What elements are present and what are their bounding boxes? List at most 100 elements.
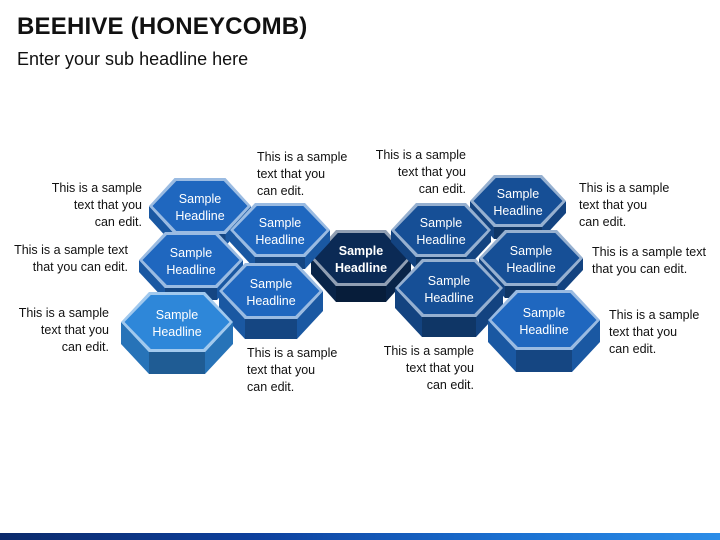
hexagon-label-line1: Sample [170,246,212,260]
note-line: This is a sample [375,148,466,162]
hexagon-label-line2: Headline [166,263,215,277]
hexagon-face [394,206,488,254]
note-line: can edit. [418,182,466,196]
hexagon-side-face [516,350,572,372]
hexagon-side-face [311,258,336,302]
hexagon-side-face [422,317,476,337]
hexagon-face [482,233,580,283]
note-line: This is a sample [18,306,109,320]
note-line: can edit. [579,215,627,229]
hexagon-side-face [488,320,516,372]
hexagon-side-face [219,291,245,339]
note-line: that you can edit. [592,262,688,276]
note-line: This is a sample [257,150,348,164]
note-line: text that you [73,198,142,212]
note-right-mid: This is a sample text that you can edit. [592,244,718,278]
note-left-bottom: This is a sample text that you can edit. [4,305,109,356]
hexagon-side-face [476,288,503,337]
hexagon-side-face [395,288,422,337]
hexagon-face [314,233,408,283]
note-line: can edit. [94,215,142,229]
note-line: text that you [405,361,474,375]
hexagon-label-line2: Headline [246,294,295,308]
hexagon-side-face [305,230,330,269]
page-subtitle: Enter your sub headline here [17,49,249,69]
note-line: text that you [397,165,466,179]
hexagon-label-line2: Headline [152,325,201,339]
note-bottom-left: This is a sample text that you can edit. [247,345,357,396]
hexagon-face [491,293,597,347]
hexagon-side-face [230,230,255,269]
hexagon-label-line1: Sample [428,274,470,288]
hexagon-side-face [121,322,149,374]
hexagon-side-face [245,319,297,339]
note-line: This is a sample [383,344,474,358]
hexagon-side-face [139,260,165,300]
footer-bar [0,533,720,540]
note-line: that you can edit. [32,260,128,274]
note-line: text that you [609,325,678,339]
hexagon-side-face [386,258,411,302]
hexagon-label-line2: Headline [519,323,568,337]
hexagon-side-face [205,322,233,374]
note-left-top: This is a sample text that you can edit. [10,180,142,231]
note-line: This is a sample [51,181,142,195]
hexagon-label-line1: Sample [523,306,565,320]
hexagon-face [152,181,248,231]
hexagon-label-line2: Headline [424,291,473,305]
hexagon-face [142,235,240,285]
hexagon-label-line1: Sample [156,308,198,322]
hexagon-side-face [297,291,323,339]
page-title: BEEHIVE (HONEYCOMB) [17,13,308,40]
note-right-bottom: This is a sample text that you can edit. [609,307,713,358]
hexagon-label-line2: Headline [335,261,387,275]
hexagon-side-face [336,286,386,302]
note-line: This is a sample [247,346,338,360]
hexagon-label-line2: Headline [416,233,465,247]
hexagon-face [222,266,320,316]
note-top-right: This is a sample text that you can edit. [362,147,466,198]
note-left-mid: This is a sample text that you can edit. [2,242,128,276]
hexagon-label-line1: Sample [179,192,221,206]
note-top-left: This is a sample text that you can edit. [257,149,367,200]
note-line: This is a sample text [592,245,706,259]
note-line: text that you [579,198,648,212]
hexagon-label-line1: Sample [250,277,292,291]
note-line: can edit. [426,378,474,392]
note-bottom-right: This is a sample text that you can edit. [368,343,474,394]
hexagon-label-line2: Headline [506,261,555,275]
note-line: This is a sample [609,308,700,322]
note-line: can edit. [247,380,295,394]
hexagon-face [233,206,327,254]
hexagon-face [473,178,563,224]
hexagon-label-line1: Sample [420,216,462,230]
note-line: can edit. [609,342,657,356]
note-right-top: This is a sample text that you can edit. [579,180,689,231]
hexagon-side-face [557,258,583,298]
hexagon-side-face [149,352,205,374]
hexagon-face [398,262,500,314]
hexagon-label-line1: Sample [497,187,539,201]
hexagon-side-face [572,320,600,372]
hexagon-label-line1: Sample [510,244,552,258]
hexagon-label-line1: Sample [339,244,384,258]
hexagon-side-face [391,230,416,269]
note-line: can edit. [61,340,109,354]
hexagon-label-line2: Headline [175,209,224,223]
note-line: text that you [40,323,109,337]
hexagon-label-line2: Headline [255,233,304,247]
hexagon-label-line2: Headline [493,204,542,218]
note-line: text that you [257,167,326,181]
hexagon-side-face [542,201,566,239]
note-line: text that you [247,363,316,377]
note-line: can edit. [257,184,305,198]
note-line: This is a sample text [14,243,128,257]
